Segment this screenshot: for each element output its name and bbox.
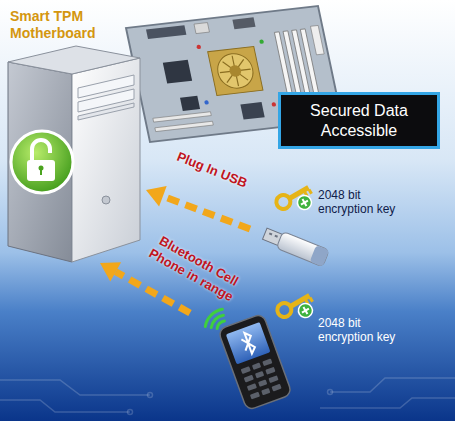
cell-phone bbox=[218, 313, 293, 410]
computer-tower bbox=[8, 46, 140, 262]
key-label: 2048 bit encryption key bbox=[318, 188, 416, 217]
status-box: Secured Data Accessible bbox=[278, 92, 440, 149]
box-text: Secured Data Accessible bbox=[289, 101, 429, 139]
key-icon bbox=[274, 181, 319, 221]
circuit-traces bbox=[0, 378, 455, 415]
signal-arcs bbox=[205, 309, 224, 328]
usb-stick bbox=[261, 225, 329, 266]
unlocked-icon bbox=[11, 131, 73, 193]
key-label: 2048 bit encryption key bbox=[318, 316, 416, 345]
dashed-arrow bbox=[146, 186, 250, 229]
component-label: Smart TPM Motherboard bbox=[10, 8, 118, 42]
key-icon bbox=[275, 289, 320, 329]
